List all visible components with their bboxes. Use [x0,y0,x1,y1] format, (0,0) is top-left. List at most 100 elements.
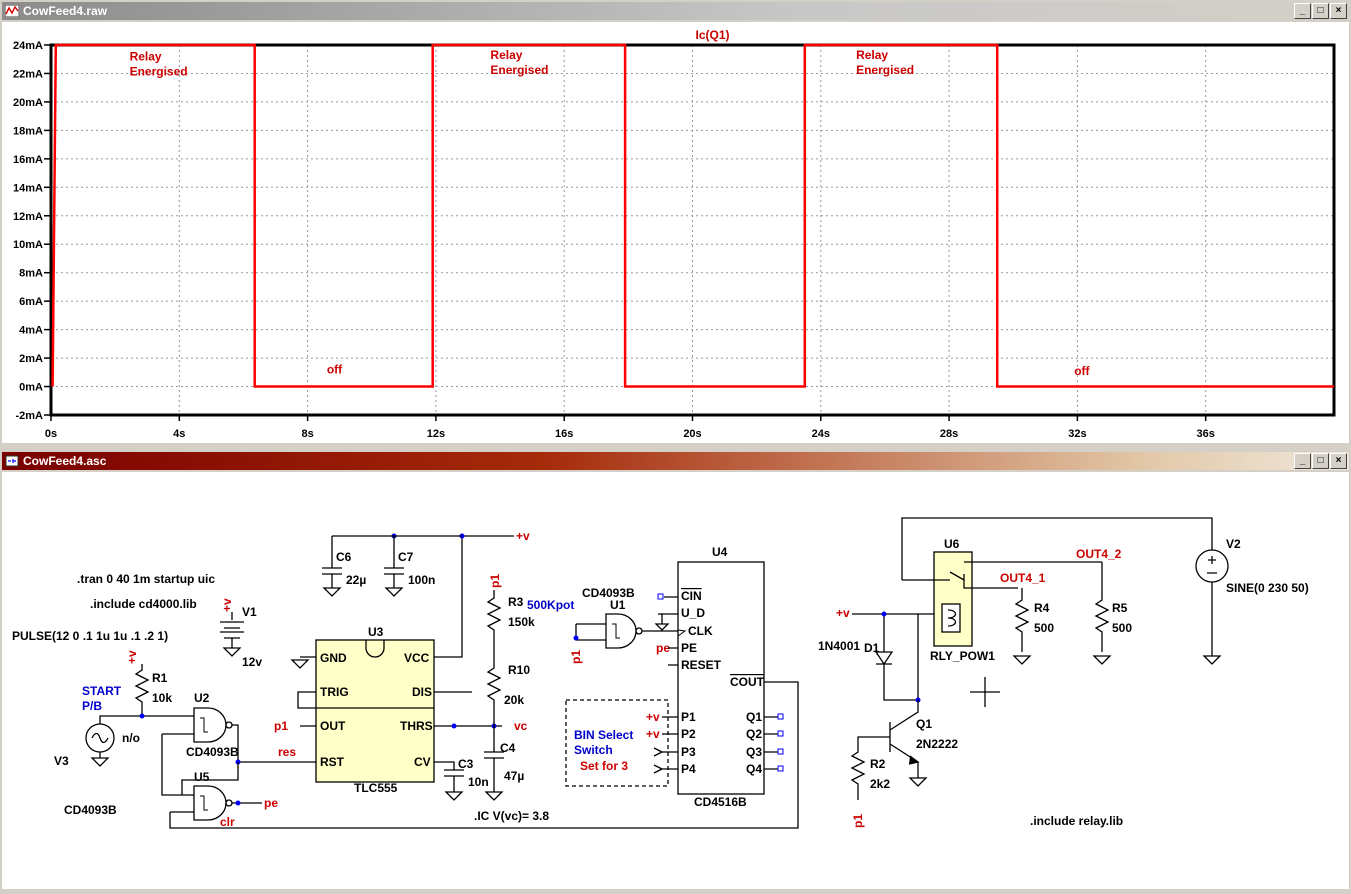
c3-value: 10n [468,775,489,789]
y-tick-label: -2mA [15,410,43,422]
u2-name: U2 [194,691,210,705]
u4-counter-ic[interactable] [654,561,778,795]
u4-name: U4 [712,545,728,559]
v1-battery[interactable] [220,612,244,657]
waveform-window-title: CowFeed4.raw [23,4,108,18]
out4-2-net: OUT4_2 [1076,547,1122,561]
c7-value: 100n [408,573,435,587]
r4-name: R4 [1034,601,1050,615]
u6-part: RLY_POW1 [930,649,995,663]
r10-value: 20k [504,693,524,707]
u3-pin-cv: CV [414,755,431,769]
r2-value: 2k2 [870,777,890,791]
waveform-icon [5,5,19,17]
waveform-window-titlebar[interactable]: CowFeed4.raw _□× [2,2,1349,20]
minimize-button[interactable]: _ [1294,3,1311,19]
y-tick-label: 0mA [19,382,43,394]
driver-pv-net: +v [836,606,850,620]
x-tick-label: 32s [1068,428,1086,440]
r3-note: 500Kpot [527,598,574,612]
close-button[interactable]: × [1330,453,1347,469]
d1-part: 1N4001 [818,639,860,653]
x-tick-label: 8s [301,428,313,440]
v2-source[interactable] [1195,549,1229,665]
y-tick-label: 16mA [13,154,43,166]
r10-resistor[interactable] [486,660,502,726]
r5-resistor[interactable] [1092,562,1112,665]
vc-net: vc [514,719,528,733]
c7-capacitor[interactable] [384,536,404,597]
ic-q1-chart[interactable]: 24mA22mA20mA18mA16mA14mA12mA10mA8mA6mA4m… [2,22,1349,443]
res-net: res [278,745,296,759]
chart-annotation: off [1074,364,1090,378]
v1-value: 12v [242,655,262,669]
u4-pin-p4: P4 [681,762,696,776]
c7-name: C7 [398,550,414,564]
include-cd4000: .include cd4000.lib [90,597,197,611]
r3-resistor[interactable] [486,590,502,660]
v3-value: PULSE(12 0 .1 1u 1u .1 .2 1) [12,629,168,643]
r2-resistor[interactable] [850,740,866,800]
bin-select-line2: Switch [574,743,613,757]
c6-value: 22µ [346,573,366,587]
y-tick-label: 10mA [13,239,43,251]
c4-value: 47µ [504,769,524,783]
u3-pin-out: OUT [320,719,346,733]
chart-annotation: off [327,363,343,377]
u1-part: CD4093B [582,586,635,600]
q1-transistor[interactable] [857,700,928,787]
u3-part: TLC555 [354,781,398,795]
r1-pv-net: +v [125,650,139,664]
u3-pin-thrs: THRS [400,719,433,733]
r3-name: R3 [508,595,524,609]
u5-part: CD4093B [64,803,117,817]
v2-name: V2 [1226,537,1241,551]
r1-resistor[interactable] [134,664,150,716]
u2-part: CD4093B [186,745,239,759]
u2-nand-gate[interactable] [161,707,314,796]
y-tick-label: 14mA [13,182,43,194]
c6-capacitor[interactable] [322,535,462,597]
bin-select-line1: BIN Select [574,728,633,742]
v3-source[interactable] [85,715,194,767]
y-tick-label: 12mA [13,211,43,223]
v3-name: V3 [54,754,69,768]
cursor-crosshair [970,677,1000,707]
u3-pin-gnd: GND [320,651,347,665]
r4-resistor[interactable] [1012,588,1032,665]
bin-select-line3: Set for 3 [580,759,628,773]
c3-capacitor[interactable] [444,769,464,801]
r4-value: 500 [1034,621,1054,635]
close-button[interactable]: × [1330,3,1347,19]
series-line-ic-q1[interactable] [51,43,1334,388]
c4-capacitor[interactable] [484,726,504,801]
u4-pin-cin: CIN [681,589,702,603]
u4-pin-pe: PE [681,641,697,655]
maximize-button[interactable]: □ [1312,453,1329,469]
q1-name: Q1 [916,717,932,731]
u4-pin-q3: Q3 [746,745,762,759]
c4-name: C4 [500,741,516,755]
r1-value: 10k [152,691,172,705]
u4-pin-q1: Q1 [746,710,762,724]
v1-name: V1 [242,605,257,619]
c6-name: C6 [336,550,352,564]
out4-1-net: OUT4_1 [1000,571,1046,585]
schematic-drawing[interactable]: V3 PULSE(12 0 .1 1u 1u .1 .2 1) n/o STAR… [2,472,1349,889]
u5-name: U5 [194,770,210,784]
schematic-window-titlebar[interactable]: CowFeed4.asc _□× [2,452,1349,470]
y-tick-label: 18mA [13,125,43,137]
u3-timer-ic[interactable] [290,535,514,783]
minimize-button[interactable]: _ [1294,453,1311,469]
schematic-canvas[interactable]: V3 PULSE(12 0 .1 1u 1u .1 .2 1) n/o STAR… [2,472,1349,889]
u6-relay[interactable] [901,517,1213,647]
y-tick-label: 20mA [13,97,43,109]
y-tick-label: 4mA [19,325,43,337]
p1-pv-net: +v [646,710,660,724]
maximize-button[interactable]: □ [1312,3,1329,19]
x-tick-label: 20s [683,428,701,440]
chart-title: Ic(Q1) [695,28,729,42]
